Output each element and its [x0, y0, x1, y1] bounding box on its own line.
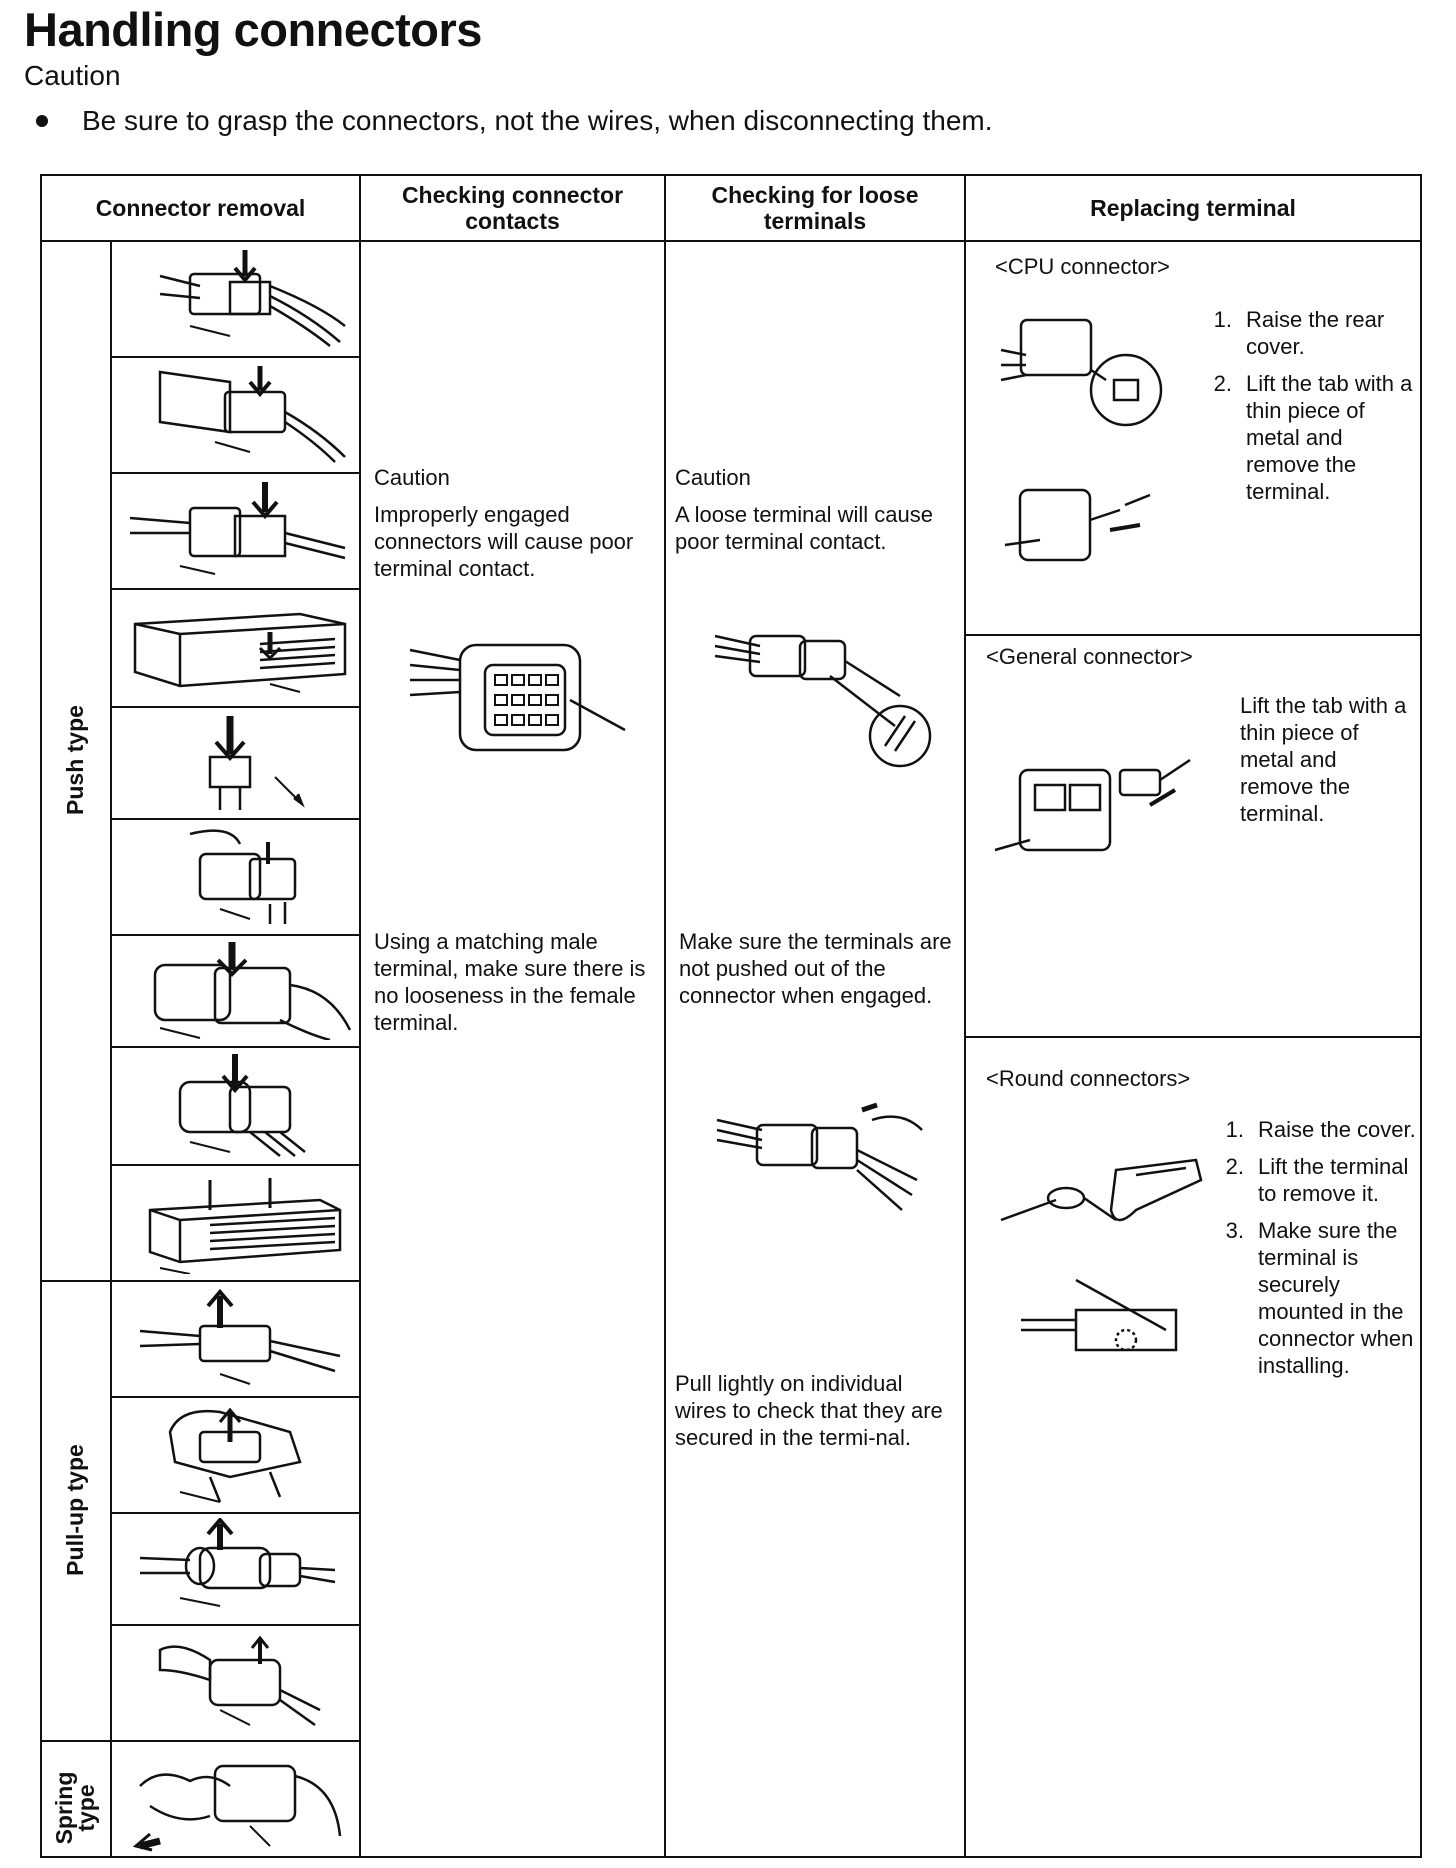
- round-step-text: Make sure the terminal is securely mount…: [1258, 1218, 1414, 1378]
- general-connector-text: Lift the tab with a thin piece of metal …: [1240, 693, 1407, 826]
- col-divider: [664, 174, 666, 1858]
- push-illustration-3: [120, 478, 352, 582]
- section-divider: [964, 1036, 1422, 1038]
- cpu-terminal-illustration: [1000, 470, 1170, 590]
- group-push-type: Push type: [62, 705, 88, 815]
- row-divider: [110, 1396, 360, 1398]
- round-step-text: Raise the cover.: [1258, 1117, 1416, 1142]
- row-divider: [110, 1624, 360, 1626]
- row-divider: [110, 1512, 360, 1514]
- header-checking-contacts: Checking connector contacts: [401, 182, 624, 234]
- loose-terminal-illustration: [710, 616, 940, 776]
- loose-note-1: Make sure the terminals are not pushed o…: [679, 929, 952, 1008]
- cpu-connector-label: <CPU connector>: [995, 254, 1170, 279]
- spring-illustration: [120, 1746, 352, 1852]
- group-pullup-type: Pull-up type: [62, 1444, 88, 1576]
- header-divider: [40, 240, 1422, 242]
- round-connector-label: <Round connectors>: [986, 1066, 1191, 1091]
- cpu-step: 1.Raise the rear cover.: [1194, 306, 1414, 360]
- pullup-illustration-2: [120, 1402, 352, 1506]
- caution-bullet: Be sure to grasp the connectors, not the…: [24, 105, 993, 137]
- bullet-icon: [36, 115, 48, 127]
- header-checking-loose: Checking for loose terminals: [711, 182, 919, 234]
- row-divider: [110, 1046, 360, 1048]
- loose-caution-label: Caution: [675, 465, 751, 490]
- col-divider: [110, 241, 112, 1858]
- contacts-caution-block: Caution Improperly engaged connectors wi…: [374, 464, 659, 582]
- push-illustration-5: [120, 712, 352, 812]
- cpu-steps: 1.Raise the rear cover. 2.Lift the tab w…: [1194, 306, 1414, 515]
- row-divider: [110, 588, 360, 590]
- cpu-connector-illustration: [996, 310, 1166, 430]
- push-illustration-9: [120, 1170, 352, 1274]
- pullup-illustration-4: [120, 1630, 352, 1734]
- round-step: 3.Make sure the terminal is securely mou…: [1206, 1217, 1418, 1379]
- round-step: 1.Raise the cover.: [1225, 1117, 1416, 1142]
- contacts-connector-illustration: [400, 620, 630, 770]
- push-illustration-4: [120, 594, 352, 700]
- contacts-caution-label: Caution: [374, 465, 450, 490]
- row-divider: [110, 934, 360, 936]
- loose-caution-text: A loose terminal will cause poor termina…: [675, 502, 934, 554]
- col-divider: [964, 174, 966, 1858]
- caution-heading: Caution: [24, 60, 121, 91]
- push-illustration-1: [120, 246, 352, 350]
- row-divider: [110, 356, 360, 358]
- round-step-text: Lift the terminal to remove it.: [1258, 1154, 1409, 1206]
- push-illustration-7: [120, 940, 352, 1040]
- push-illustration-2: [120, 362, 352, 466]
- general-connector-illustration: [990, 730, 1200, 870]
- engaged-connector-illustration: [712, 1100, 932, 1230]
- header-replacing-terminal: Replacing terminal: [1090, 195, 1296, 221]
- row-divider: [110, 472, 360, 474]
- push-illustration-6: [120, 824, 352, 928]
- row-divider: [110, 706, 360, 708]
- round-connector-illustration: [996, 1150, 1206, 1250]
- contacts-caution-text: Improperly engaged connectors will cause…: [374, 502, 634, 581]
- cpu-step: 2.Lift the tab with a thin piece of meta…: [1213, 371, 1413, 504]
- loose-note-2: Pull lightly on individual wires to chec…: [675, 1371, 943, 1450]
- row-divider: [110, 1164, 360, 1166]
- cpu-step-text: Raise the rear cover.: [1246, 307, 1385, 359]
- loose-caution-block: Caution A loose terminal will cause poor…: [675, 464, 955, 555]
- round-terminal-illustration: [1016, 1275, 1186, 1375]
- round-step: 2.Lift the terminal to remove it.: [1206, 1153, 1418, 1207]
- header-connector-removal: Connector removal: [95, 195, 306, 221]
- group-divider: [40, 1280, 360, 1282]
- pullup-illustration-1: [120, 1286, 352, 1390]
- push-illustration-8: [120, 1052, 352, 1158]
- row-divider: [110, 818, 360, 820]
- page-title: Handling connectors: [24, 3, 482, 56]
- pullup-illustration-3: [120, 1518, 352, 1618]
- contacts-note: Using a matching male terminal, make sur…: [374, 929, 646, 1035]
- caution-bullet-text: Be sure to grasp the connectors, not the…: [82, 105, 993, 136]
- group-spring-type: Spring type: [51, 1771, 99, 1845]
- section-divider: [964, 634, 1422, 636]
- group-divider: [40, 1740, 360, 1742]
- cpu-step-text: Lift the tab with a thin piece of metal …: [1246, 371, 1413, 504]
- col-divider: [359, 174, 361, 1858]
- round-steps: 1.Raise the cover. 2.Lift the terminal t…: [1206, 1116, 1418, 1389]
- connector-table: [40, 174, 1422, 1858]
- general-connector-label: <General connector>: [986, 644, 1193, 669]
